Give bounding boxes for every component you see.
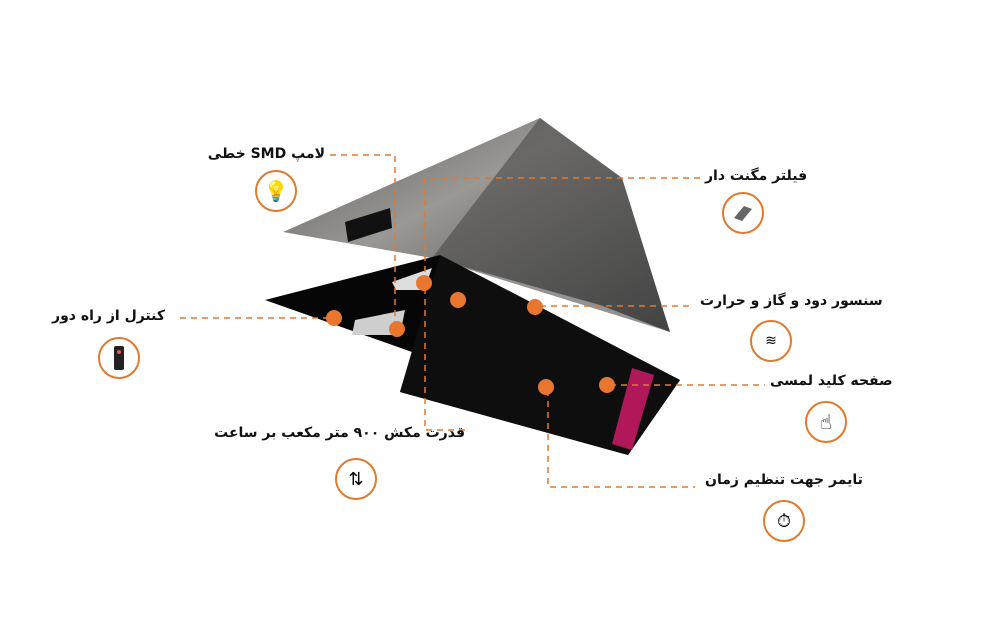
label-timer: تایمر جهت تنظیم زمان	[705, 472, 863, 488]
hotspot-timer[interactable]	[538, 379, 554, 395]
label-touch: صفحه کلید لمسی	[770, 373, 893, 389]
light-bulb-icon: 💡	[255, 170, 297, 212]
label-filter: فیلتر مگنت دار	[705, 168, 808, 184]
label-sensor: سنسور دود و گاز و حرارت	[700, 293, 883, 309]
label-suction: قدرت مکش ۹۰۰ متر مکعب بر ساعت	[214, 425, 465, 441]
sensor-waves-icon: ≋	[750, 320, 792, 362]
airflow-fan-icon: ⇅	[335, 458, 377, 500]
leader-lines	[180, 154, 765, 488]
label-remote: کنترل از راه دور	[52, 308, 165, 324]
touch-panel	[612, 368, 654, 450]
hotspot-filter[interactable]	[416, 275, 432, 291]
filter-panel-icon	[722, 192, 764, 234]
remote-control-icon	[98, 337, 140, 379]
hotspot-sensor[interactable]	[527, 299, 543, 315]
touch-hand-icon: ☝	[805, 401, 847, 443]
label-lamp: لامپ SMD خطی	[207, 146, 325, 162]
hotspot-suction[interactable]	[450, 292, 466, 308]
hotspot-remote[interactable]	[326, 310, 342, 326]
range-hood-image	[265, 118, 680, 455]
hotspot-lamp[interactable]	[389, 321, 405, 337]
stopwatch-icon: ⏱	[763, 500, 805, 542]
hotspot-touch[interactable]	[599, 377, 615, 393]
hotspots	[326, 275, 615, 395]
